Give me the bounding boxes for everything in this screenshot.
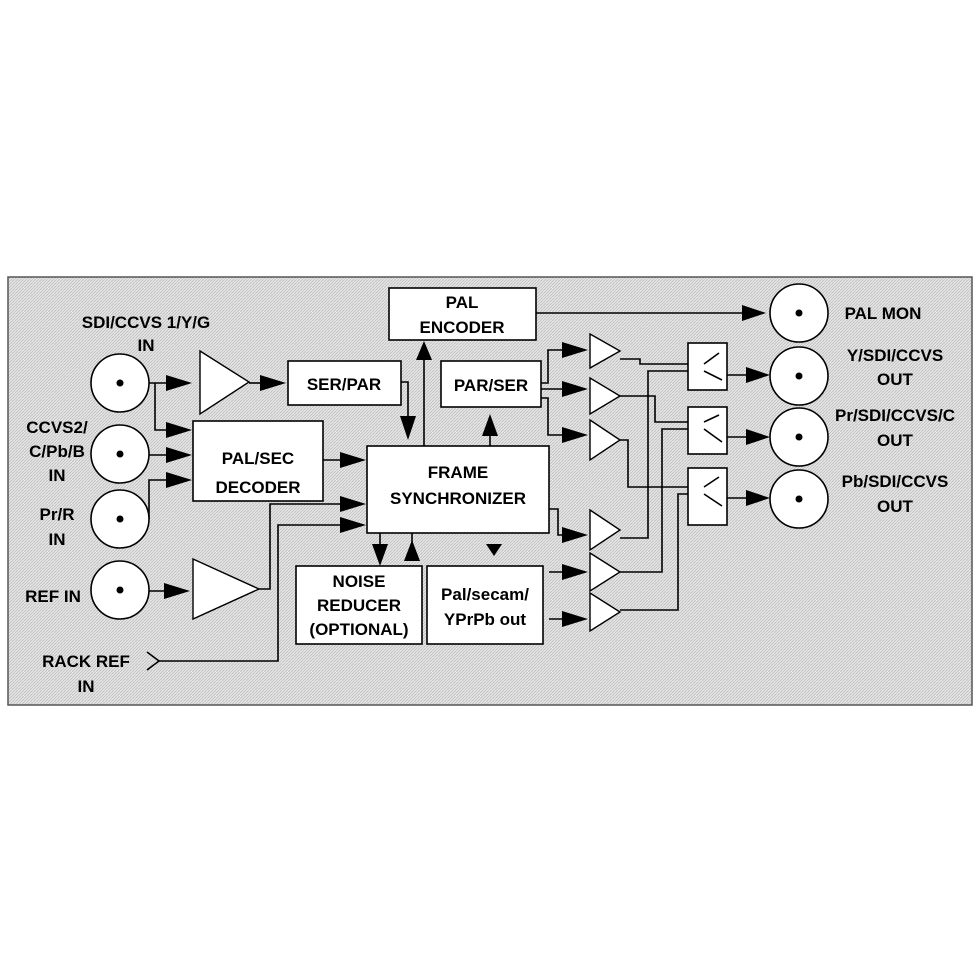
pal-secam-label-2: YPrPb out [444,610,527,629]
decoder-label-2: DECODER [215,478,300,497]
pal-secam-out-block: Pal/secam/ YPrPb out [426,565,544,645]
frame-synchronizer-block: FRAME SYNCHRONIZER [366,445,550,534]
noise-reducer-label-2: REDUCER [317,596,401,615]
output-switch-2 [687,406,728,455]
pal-secam-label-1: Pal/secam/ [441,585,529,604]
pr-out-label-2: OUT [877,431,914,450]
output-switch-3 [687,467,728,526]
bnc-pal-mon [769,283,829,343]
pal-sec-decoder-block: PAL/SEC DECODER [192,420,324,502]
arrowheads [164,305,770,627]
input-3-label-2: IN [49,530,66,549]
pal-encoder-label-1: PAL [446,293,479,312]
par-ser-block: PAR/SER [440,360,542,408]
bnc-input-2 [90,424,150,484]
par-ser-label: PAR/SER [454,376,528,395]
decoder-label-1: PAL/SEC [222,449,294,468]
noise-reducer-label-3: (OPTIONAL) [309,620,408,639]
pr-out-label-1: Pr/SDI/CCVS/C [835,406,955,425]
pal-encoder-block: PAL ENCODER [388,287,537,341]
bnc-pr-out [769,407,829,467]
bnc-y-out [769,346,829,406]
noise-reducer-block: NOISE REDUCER (OPTIONAL) [295,565,423,645]
rack-ref-label-2: IN [78,677,95,696]
bnc-pb-out [769,469,829,529]
y-out-label-1: Y/SDI/CCVS [847,346,943,365]
input-amplifier-1 [199,349,251,416]
frame-sync-label-1: FRAME [428,463,488,482]
ref-in-label: REF IN [25,587,81,606]
rack-ref-label-1: RACK REF [42,652,130,671]
bnc-ref-input [90,560,150,620]
pb-out-label-1: Pb/SDI/CCVS [842,472,949,491]
ser-par-block: SER/PAR [287,360,402,406]
input-3-label-1: Pr/R [40,505,75,524]
input-2-label-3: IN [49,466,66,485]
ser-par-label: SER/PAR [307,375,381,394]
pb-out-label-2: OUT [877,497,914,516]
input-1-label-2: IN [138,336,155,355]
output-switch-1 [687,342,728,391]
input-1-label-1: SDI/CCVS 1/Y/G [82,313,210,332]
rack-ref-connector-icon [146,651,161,671]
noise-reducer-label-1: NOISE [333,572,386,591]
ref-amplifier [192,557,261,621]
pal-mon-label: PAL MON [845,304,922,323]
pal-encoder-label-2: ENCODER [419,318,504,337]
frame-sync-label-2: SYNCHRONIZER [390,489,526,508]
input-2-label-1: CCVS2/ [26,418,88,437]
bnc-input-3 [90,489,150,549]
output-amplifiers [589,332,622,633]
bnc-input-1 [90,353,150,413]
input-2-label-2: C/Pb/B [29,442,85,461]
y-out-label-2: OUT [877,370,914,389]
